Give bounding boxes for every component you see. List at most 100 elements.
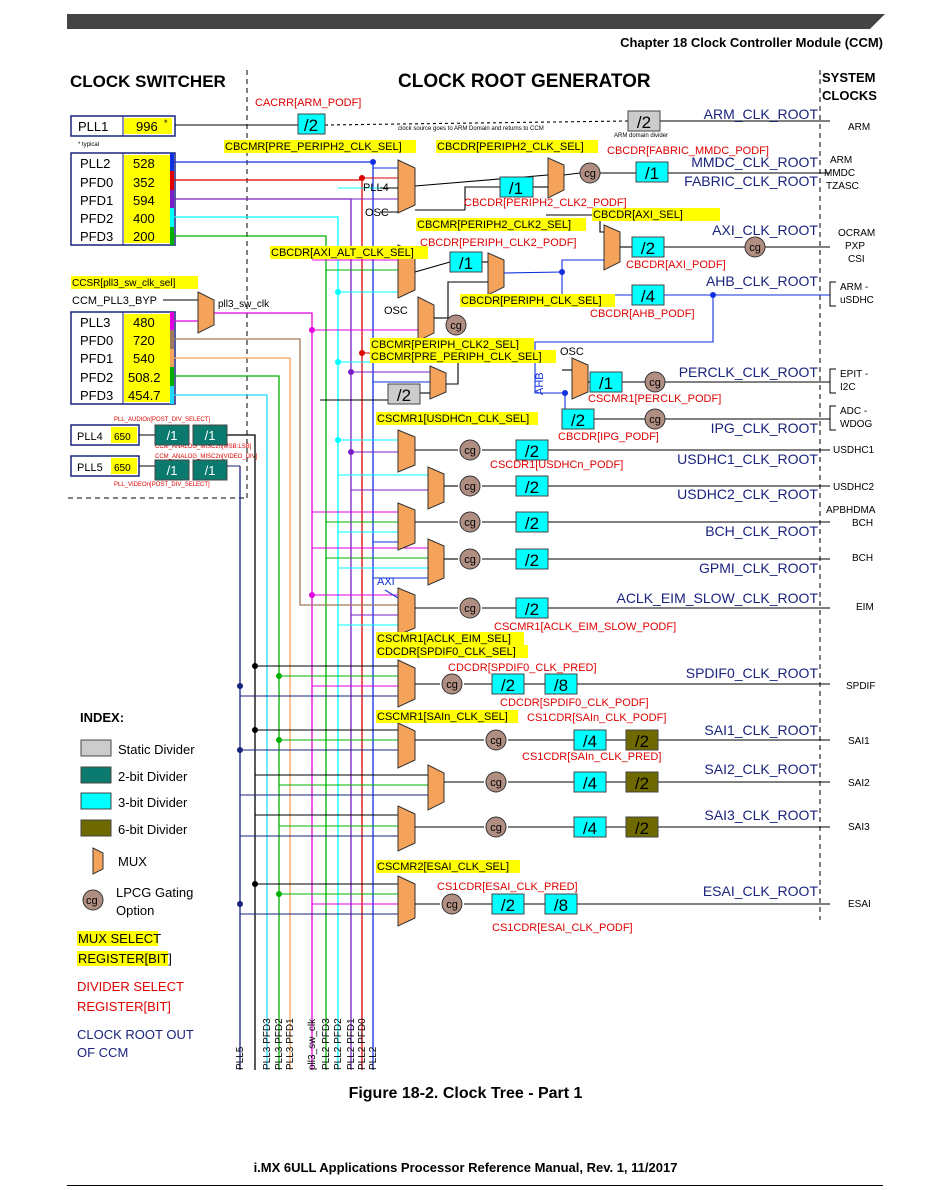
src-ahb: AHB — [534, 372, 546, 395]
svg-text:cg: cg — [464, 445, 476, 457]
bus-pll3sw — [214, 312, 313, 1070]
system-brackets — [829, 281, 836, 431]
root-bch: BCH_CLK_ROOT — [705, 523, 818, 539]
svg-text:/1: /1 — [167, 463, 178, 478]
legend-lpcg-2: Option — [116, 903, 154, 918]
div-sai1-podf: /2 — [625, 729, 659, 751]
root-ahb: AHB_CLK_ROOT — [706, 273, 818, 289]
bus-pll3-pfd1 — [174, 357, 291, 1070]
root-sai2: SAI2_CLK_ROOT — [704, 761, 818, 777]
div-spdif-podf: /8 — [544, 673, 578, 695]
bus-pll3-pfd0 — [174, 338, 398, 606]
bus-label: PLL2 PFD0 — [357, 1018, 368, 1070]
clock-root-labels: ARM_CLK_ROOT MMDC_CLK_ROOT FABRIC_CLK_RO… — [616, 106, 818, 899]
pll2-value-4: 200 — [133, 229, 155, 244]
cg-gate: cg — [644, 371, 666, 393]
root-spdif: SPDIF0_CLK_ROOT — [686, 665, 819, 681]
sys-ocram: OCRAM — [838, 228, 875, 239]
svg-text:/1: /1 — [205, 428, 216, 443]
cg-gate: cg — [459, 475, 481, 497]
root-fabric: FABRIC_CLK_ROOT — [684, 173, 818, 189]
reg-cscmr2-esai: CSCMR2[ESAI_CLK_SEL] — [377, 861, 509, 873]
svg-text:/2: /2 — [501, 896, 515, 915]
pll1-box: PLL1 996 * * typical — [70, 115, 176, 148]
reg-cscmr1-aclk-podf: CSCMR1[ACLK_EIM_SLOW_PODF] — [494, 621, 676, 633]
reg-cbcmr-pre-periph: CBCMR[PRE_PERIPH_CLK_SEL] — [371, 351, 542, 363]
pll1-note: * typical — [78, 142, 99, 148]
div-sai3-pred: /4 — [573, 816, 607, 838]
div-periph-clk2: /1 — [449, 251, 483, 273]
root-perclk: PERCLK_CLK_ROOT — [679, 364, 819, 380]
pll2-value-3: 400 — [133, 211, 155, 226]
junction-dots — [237, 159, 716, 907]
mux — [397, 587, 416, 636]
svg-text:cg: cg — [450, 320, 462, 332]
sys-apbhdma: APBHDMA — [826, 505, 876, 516]
legend-div3: 3-bit Divider — [118, 795, 188, 810]
pll5-label-2: PLL_VIDEOn[POST_DIV_SELECT] — [114, 482, 210, 488]
section-system-clocks-2: CLOCKS — [822, 88, 877, 103]
legend-static: Static Divider — [118, 742, 195, 757]
svg-text:/4: /4 — [583, 774, 597, 793]
pll3-name-1: PFD0 — [80, 333, 113, 348]
internal-wiring — [175, 120, 830, 905]
cg-gate: cg — [485, 729, 507, 751]
bus-pll3-pfd2 — [174, 375, 280, 1070]
svg-text:/8: /8 — [554, 896, 568, 915]
mux — [427, 538, 445, 586]
legend-muxsel-2: REGISTER[BIT] — [78, 951, 172, 966]
pll2-name-1: PFD0 — [80, 175, 113, 190]
legend-divsel-1: DIVIDER SELECT — [77, 979, 184, 994]
reg-cbcdr-ahb-podf: CBCDR[AHB_PODF] — [590, 308, 695, 320]
pll2-group: PLL2 528 PFD0 352 PFD1 594 PFD2 400 PFD3… — [70, 152, 176, 246]
src-osc-2: OSC — [384, 305, 408, 317]
reg-cbcdr-periph-clk-sel: CBCDR[PERIPH_CLK_SEL] — [461, 295, 602, 307]
root-aclk: ACLK_EIM_SLOW_CLK_ROOT — [616, 590, 818, 606]
svg-text:cg: cg — [464, 517, 476, 529]
div-fabric: /1 — [635, 161, 669, 183]
pll3-name-4: PFD3 — [80, 388, 113, 403]
div-arm-domain: /2 — [627, 110, 661, 132]
bus-label: pll3_sw_clk — [307, 1018, 318, 1070]
reg-cscdr1-usdhc: CSCDR1[USDHCn_PODF] — [490, 459, 623, 471]
reg-cbcdr-axi-podf: CBCDR[AXI_PODF] — [626, 259, 726, 271]
pll3-value-2: 540 — [133, 351, 155, 366]
div-arm-podf: /2 — [297, 113, 326, 135]
section-clock-switcher: CLOCK SWITCHER — [70, 72, 226, 91]
svg-text:cg: cg — [446, 679, 458, 691]
svg-text:/2: /2 — [635, 774, 649, 793]
mux — [397, 429, 416, 473]
reg-cscmr1-perclk: CSCMR1[PERCLK_PODF] — [588, 393, 721, 405]
div-pll5-b: /1 — [192, 459, 228, 481]
sys-usdhc1: USDHC1 — [833, 445, 875, 456]
reg-cbcdr-periph-clk2-podf: CBCDR[PERIPH_CLK2_PODF] — [420, 237, 577, 249]
src-osc-1: OSC — [365, 207, 389, 219]
pll2-name-3: PFD2 — [80, 211, 113, 226]
pll3-value-0: 480 — [133, 315, 155, 330]
reg-cs1cdr-esai-podf: CS1CDR[ESAI_CLK_PODF] — [492, 922, 633, 934]
bus-label: PLL2 — [368, 1046, 379, 1070]
bottom-bus-labels: PLL5 PLL3 PFD3 PLL3 PFD2 PLL3 PFD1 pll3_… — [235, 1018, 379, 1070]
pll4-value: 650 — [114, 432, 131, 443]
pll1-name: PLL1 — [78, 119, 108, 134]
sys-esai: ESAI — [848, 899, 871, 910]
div-ahb: /4 — [631, 284, 665, 306]
div-usdhc2: /2 — [515, 475, 549, 497]
sys-adc-2: WDOG — [840, 419, 872, 430]
mux — [429, 365, 447, 400]
svg-text:/4: /4 — [583, 732, 597, 751]
root-ipg: IPG_CLK_ROOT — [711, 420, 819, 436]
svg-text:/2: /2 — [304, 116, 318, 135]
svg-text:cg: cg — [490, 822, 502, 834]
svg-text:/2: /2 — [397, 386, 411, 405]
svg-text:/2: /2 — [501, 676, 515, 695]
sys-eim: EIM — [856, 602, 874, 613]
svg-text:/1: /1 — [459, 254, 473, 273]
div-sai2-podf: /2 — [625, 771, 659, 793]
mux — [397, 805, 416, 852]
figure-caption: Figure 18-2. Clock Tree - Part 1 — [348, 1085, 583, 1102]
div-axi: /2 — [631, 236, 665, 258]
pll4-box: PLL4 650 PLL_AUDIOn[POST_DIV_SELECT] CCM… — [70, 417, 252, 450]
root-mmdc: MMDC_CLK_ROOT — [691, 154, 818, 170]
